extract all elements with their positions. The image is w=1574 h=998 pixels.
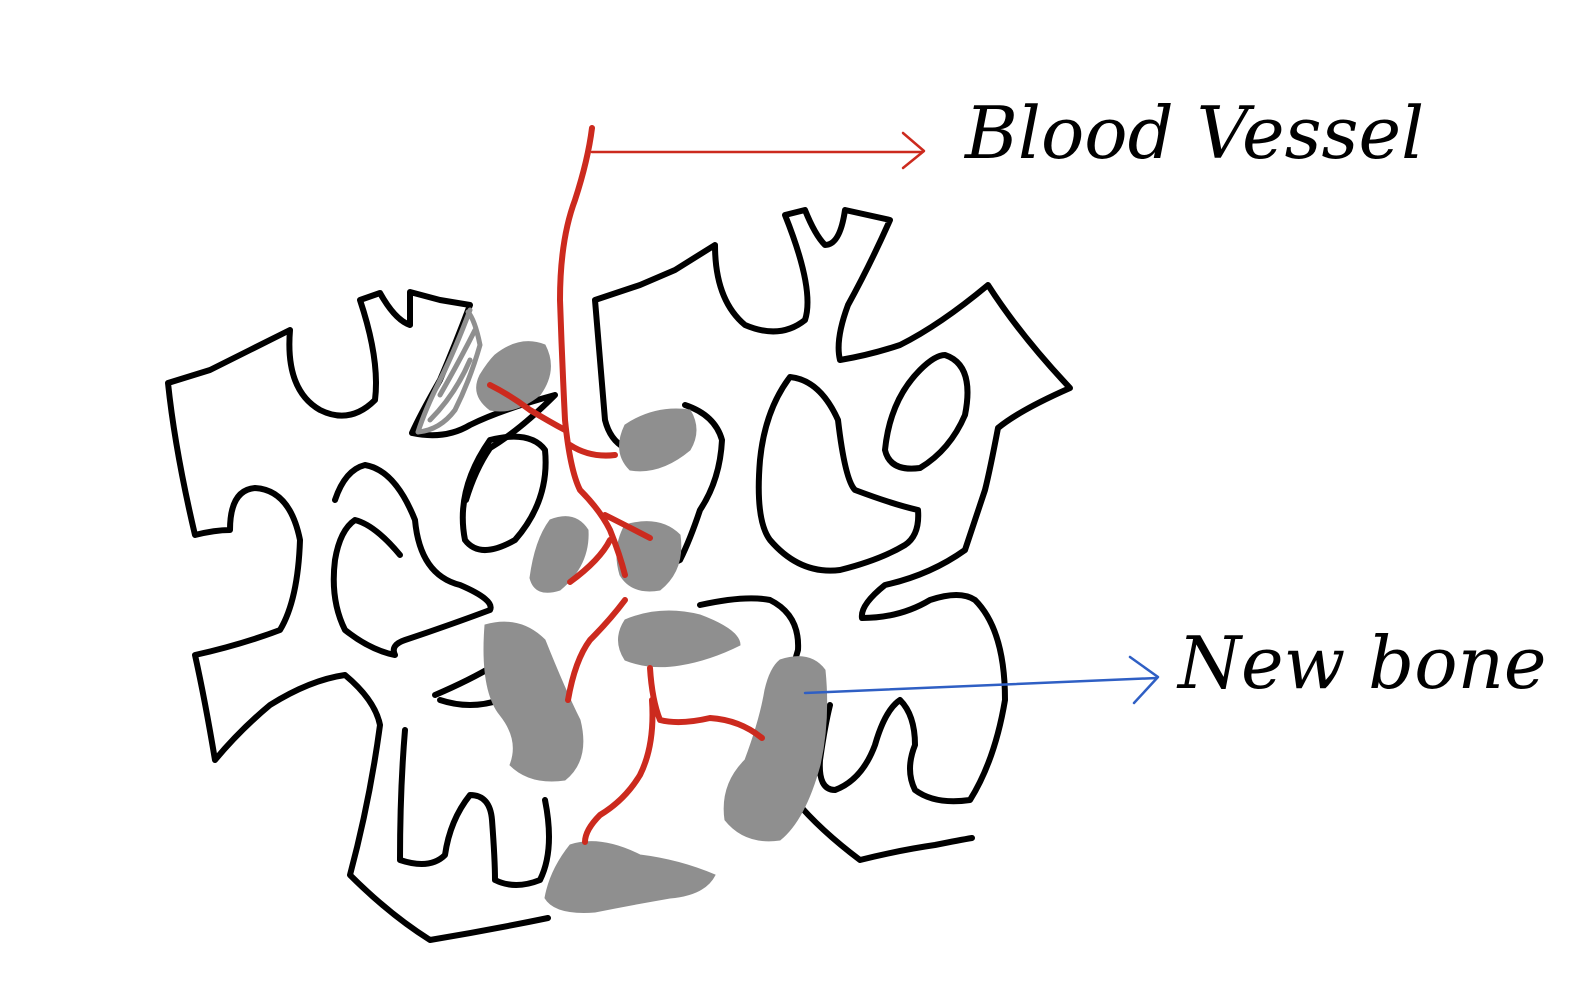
- new-bone-arrowhead-icon: [1128, 655, 1160, 705]
- blood-vessel-branch-mid-left: [567, 537, 613, 585]
- blood-vessel: [487, 125, 765, 845]
- scaffold-right-outline: [592, 207, 1073, 805]
- new-bone-label: New bone: [1176, 621, 1547, 705]
- new-bone-blob-bottom: [544, 841, 716, 913]
- new-bone-blob-center-left: [529, 516, 589, 593]
- blood-vessel-branch-upper-left: [487, 382, 568, 433]
- blood-vessel-branch-mid-right: [602, 512, 653, 541]
- new-bone-blob-mid: [618, 610, 741, 668]
- scaffold-pore-right-center: [755, 374, 922, 574]
- blood-vessel-branch-lower-left: [565, 597, 628, 703]
- blood-vessel-branch-upper-right: [567, 442, 618, 459]
- new-bone-leader-arrow: [803, 655, 1160, 705]
- blood-vessel-trunk: [557, 125, 628, 578]
- blood-vessel-arrowhead-icon: [901, 131, 926, 170]
- blood-vessel-label: Blood Vessel: [963, 91, 1424, 175]
- new-bone-blob-lower-left: [483, 621, 584, 782]
- scaffold-pore-lower-left: [397, 727, 552, 888]
- new-bone-scribble-top-left: [415, 307, 483, 435]
- scaffold-pore-right-oval: [882, 352, 971, 472]
- porous-scaffold: [165, 207, 1073, 943]
- new-bone-blob-right: [723, 656, 828, 842]
- scaffold-pore-oval: [459, 433, 549, 553]
- new-bone-arrow-line: [803, 676, 1159, 695]
- new-bone-blob-upper-center: [619, 408, 697, 472]
- new-bone-blob-center-right: [616, 521, 682, 592]
- blood-vessel-branch-lower: [582, 665, 765, 845]
- scaffold-pore-left-middle: [330, 462, 494, 658]
- new-bone-blob-top: [476, 341, 551, 412]
- new-bone-regions: [415, 307, 828, 913]
- blood-vessel-leader-arrow: [590, 131, 926, 170]
